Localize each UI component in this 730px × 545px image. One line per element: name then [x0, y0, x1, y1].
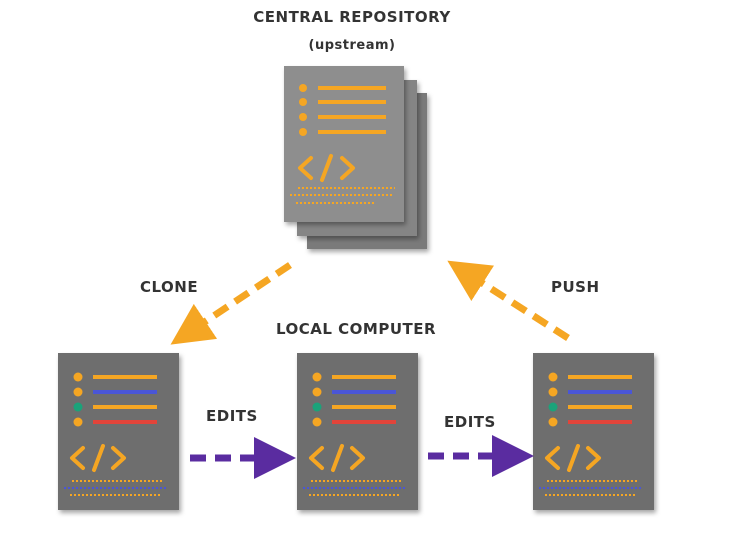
central-repository-subtitle: (upstream)	[308, 38, 396, 53]
push-arrow	[447, 260, 570, 341]
local-document-1-icon	[58, 353, 179, 510]
code-tag-icon	[298, 154, 355, 182]
repo-bullet-list-icon	[299, 84, 386, 136]
code-tag-icon	[309, 444, 365, 472]
repo-code-lines-icon	[290, 187, 395, 204]
edits-label-2: EDITS	[444, 413, 496, 431]
code-tag-icon	[545, 444, 601, 472]
clone-arrow	[170, 262, 292, 345]
clone-label: CLONE	[140, 278, 199, 296]
local-document-3-icon	[533, 353, 654, 510]
central-repository-icon	[284, 66, 427, 249]
central-repository-title: CENTRAL REPOSITORY	[253, 8, 451, 26]
push-label: PUSH	[551, 278, 600, 296]
local-document-2-icon	[297, 353, 418, 510]
local-computer-title: LOCAL COMPUTER	[275, 320, 437, 338]
code-tag-icon	[70, 444, 126, 472]
edits-label-1: EDITS	[206, 407, 258, 425]
